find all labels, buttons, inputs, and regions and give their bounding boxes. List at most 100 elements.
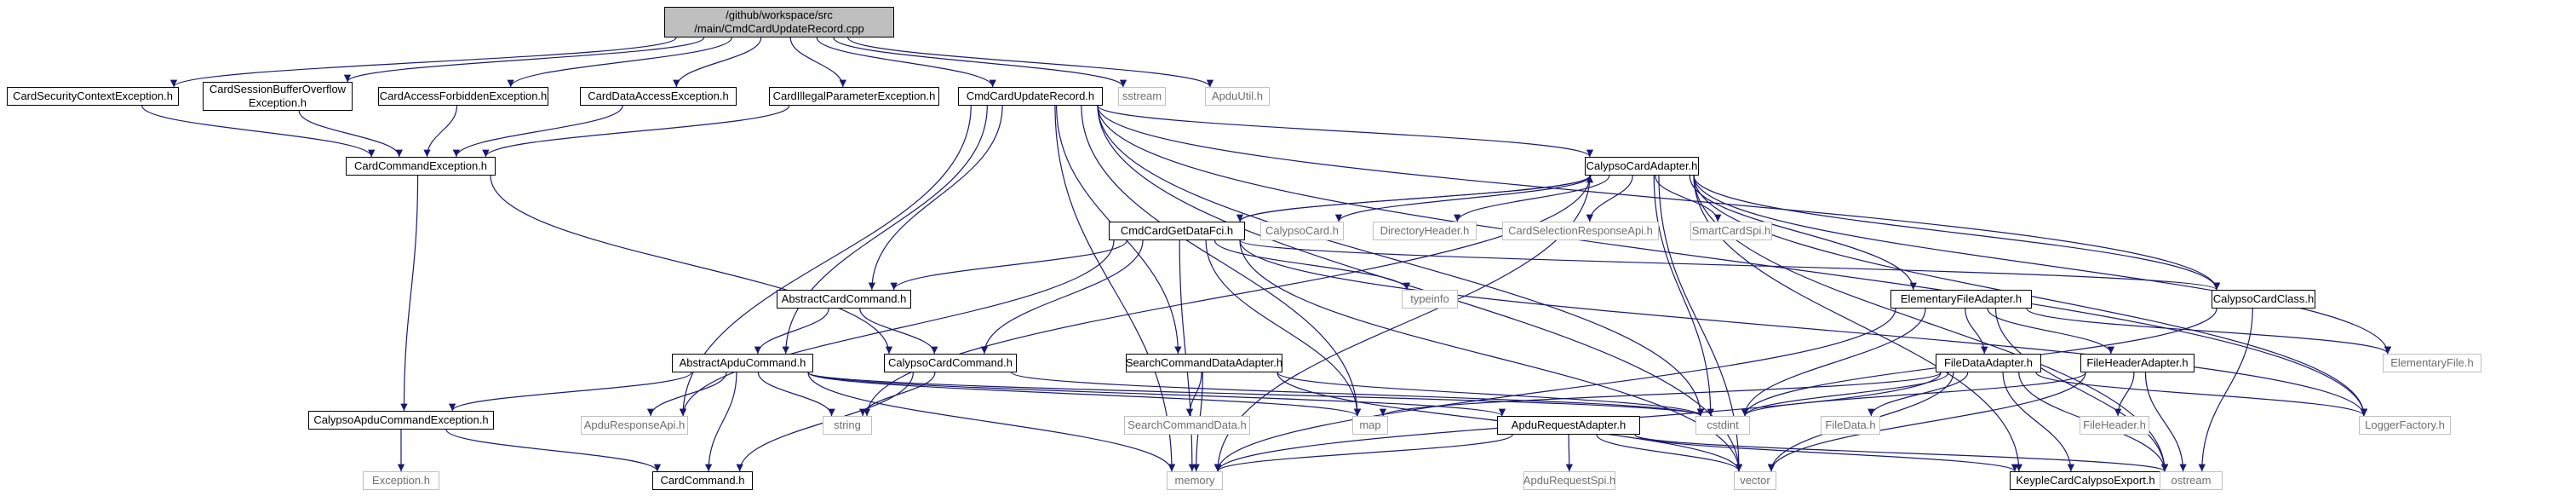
node-string[interactable]: string xyxy=(823,416,872,435)
edge-fha-to-ostream xyxy=(2144,372,2187,472)
node-cce[interactable]: CardCommandException.h xyxy=(346,157,496,176)
node-dirheader[interactable]: DirectoryHeader.h xyxy=(1373,222,1477,240)
node-csra[interactable]: CardSelectionResponseApi.h xyxy=(1502,222,1659,240)
node-cipe[interactable]: CardIllegalParameterException.h xyxy=(769,87,939,106)
edge-ccgdf-to-apduresp xyxy=(679,239,1115,417)
node-kcce[interactable]: KeypleCardCalypsoExport.h xyxy=(2010,471,2161,490)
node-cardcommand[interactable]: CardCommand.h xyxy=(652,471,753,490)
edge-aac-to-cace xyxy=(449,372,692,412)
node-root[interactable]: /github/workspace/src /main/CmdCardUpdat… xyxy=(664,7,894,38)
node-efa[interactable]: ElementaryFileAdapter.h xyxy=(1890,290,2032,309)
edge-ara-to-ostream xyxy=(1634,434,2168,472)
node-scda[interactable]: SearchCommandDataAdapter.h xyxy=(1126,354,1282,372)
node-sstream[interactable]: sstream xyxy=(1118,87,1166,106)
edge-aac-to-cstdint xyxy=(807,372,1704,417)
node-cace[interactable]: CalypsoApduCommandException.h xyxy=(308,411,494,430)
edge-fda-to-loggerfactory xyxy=(2035,372,2368,417)
edge-ccgdf-to-map xyxy=(1205,239,1362,417)
edge-cipe-to-cce xyxy=(482,105,790,158)
edge-root-to-csce xyxy=(169,37,677,88)
edge-cce-to-cace xyxy=(400,175,419,412)
edge-efa-to-fha xyxy=(1987,308,2115,355)
edge-cca-to-ccc xyxy=(1693,175,2221,291)
edge-ccur-to-loggerfactory xyxy=(1097,105,2368,417)
node-memory[interactable]: memory xyxy=(1167,471,1223,490)
node-scd[interactable]: SearchCommandData.h xyxy=(1124,416,1250,435)
node-exception[interactable]: Exception.h xyxy=(363,471,439,490)
node-ccur[interactable]: CmdCardUpdateRecord.h xyxy=(958,87,1103,106)
node-ara[interactable]: ApduRequestAdapter.h xyxy=(1497,416,1640,435)
node-fha[interactable]: FileHeaderAdapter.h xyxy=(2080,354,2194,372)
edge-ccur-to-cca xyxy=(1097,105,1594,158)
node-apduresp[interactable]: ApduResponseApi.h xyxy=(581,416,688,435)
edge-aac-to-map xyxy=(807,372,1361,417)
edge-fha-to-vector xyxy=(1767,372,2086,472)
node-vector[interactable]: vector xyxy=(1734,471,1776,490)
edge-efa-to-elemfile xyxy=(2026,308,2392,355)
edge-cace-to-cardcommand xyxy=(445,429,662,472)
edge-cca-to-cstdint xyxy=(1653,175,1714,417)
edge-csbo-to-cce xyxy=(298,110,403,158)
edge-ara-to-memory xyxy=(1213,434,1513,472)
node-cdae[interactable]: CardDataAccessException.h xyxy=(580,87,737,106)
edge-ccgdf-to-typeinfo xyxy=(1213,239,1411,291)
node-ostream[interactable]: ostream xyxy=(2160,471,2223,490)
edge-aac-to-memory xyxy=(807,372,1176,472)
node-smartcardspi[interactable]: SmartCardSpi.h xyxy=(1690,222,1772,240)
edge-ara-to-vector xyxy=(1596,434,1743,472)
edge-ccur-to-memory xyxy=(1054,105,1176,472)
node-calypsocard[interactable]: CalypsoCard.h xyxy=(1260,222,1344,240)
edge-ara-to-kcce xyxy=(1634,434,2019,472)
edge-ccur-to-cstdint xyxy=(1097,105,1705,417)
node-ccc[interactable]: CalypsoCardClass.h xyxy=(2212,290,2315,309)
edge-ccur-to-vector xyxy=(1097,105,1743,472)
node-cca[interactable]: CalypsoCardAdapter.h xyxy=(1585,157,1699,176)
edge-scda-to-scd xyxy=(1185,372,1202,417)
node-typeinfo[interactable]: typeinfo xyxy=(1402,290,1458,309)
edge-calcc-to-cstdint xyxy=(1011,372,1704,417)
node-fileheader[interactable]: FileHeader.h xyxy=(2080,416,2149,435)
edge-root-to-sstream xyxy=(833,37,1127,88)
edge-aac-to-cardcommand xyxy=(704,372,737,472)
edge-fha-to-cstdint xyxy=(1741,372,2086,417)
node-elemfile[interactable]: ElementaryFile.h xyxy=(2383,354,2481,372)
node-ccgdf[interactable]: CmdCardGetDataFci.h xyxy=(1109,222,1245,240)
edge-ccc-to-ostream xyxy=(2198,308,2253,472)
edge-ccgdf-to-acc xyxy=(890,239,1127,291)
edge-efa-to-fda xyxy=(1965,308,1988,355)
node-apduutil[interactable]: ApduUtil.h xyxy=(1205,87,1270,106)
edge-fha-to-fileheader xyxy=(2114,372,2135,417)
edge-cdae-to-cce xyxy=(452,105,623,158)
edge-efa-to-ostream xyxy=(1994,308,2169,472)
edge-fda-to-kcce xyxy=(2002,372,2075,472)
edge-ccur-to-aac xyxy=(782,105,988,355)
edge-cca-to-dirheader xyxy=(1454,175,1610,222)
node-cstdint[interactable]: cstdint xyxy=(1695,416,1750,435)
edge-aac-to-ara xyxy=(807,372,1506,417)
node-apdureqspi[interactable]: ApduRequestSpi.h xyxy=(1523,471,1615,490)
edge-ccur-to-map xyxy=(1081,105,1362,417)
node-cafe[interactable]: CardAccessForbiddenException.h xyxy=(378,87,548,106)
edge-efa-to-cstdint xyxy=(1741,308,1926,417)
edge-ccgdf-to-ccc xyxy=(1239,239,2220,291)
node-map[interactable]: map xyxy=(1352,416,1388,435)
edge-fda-to-cstdint xyxy=(1741,372,1949,417)
edge-cca-to-calypsocard xyxy=(1334,175,1592,222)
edge-root-to-apduutil xyxy=(847,37,1214,88)
node-aac[interactable]: AbstractApduCommand.h xyxy=(672,354,813,372)
edge-csce-to-cce xyxy=(141,105,376,158)
node-fda[interactable]: FileDataAdapter.h xyxy=(1936,354,2041,372)
node-csce[interactable]: CardSecurityContextException.h xyxy=(7,87,179,106)
edge-root-to-cdae xyxy=(673,37,762,88)
edge-ccgdf-to-vector xyxy=(1239,239,1743,472)
edge-ccgdf-to-loggerfactory xyxy=(1239,239,2368,417)
node-loggerfactory[interactable]: LoggerFactory.h xyxy=(2359,416,2451,435)
edge-cca-to-string xyxy=(863,175,1591,417)
node-calcc[interactable]: CalypsoCardCommand.h xyxy=(884,354,1017,372)
node-acc[interactable]: AbstractCardCommand.h xyxy=(777,290,911,309)
edge-root-to-csbo xyxy=(343,37,705,83)
node-filedata[interactable]: FileData.h xyxy=(1821,416,1880,435)
node-csbo[interactable]: CardSessionBufferOverflow Exception.h xyxy=(203,82,353,111)
edge-scda-to-cstdint xyxy=(1277,372,1705,417)
edge-root-to-cipe xyxy=(789,37,846,88)
